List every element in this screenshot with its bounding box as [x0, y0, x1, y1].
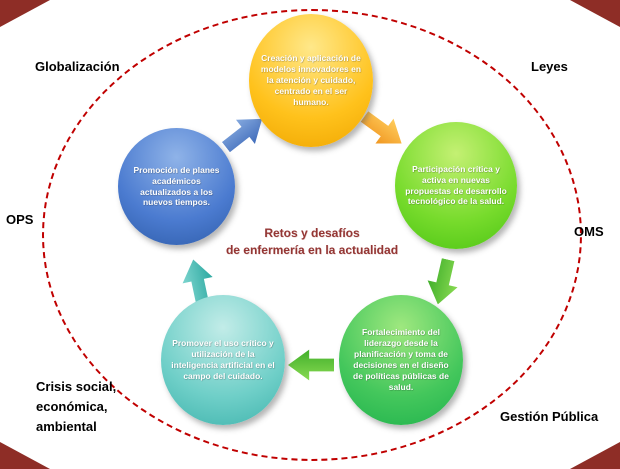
label-oms: OMS: [574, 224, 604, 239]
node-inteligencia-artificial: Promover el uso crítico y utilización de…: [161, 295, 285, 425]
corner-triangle-bottom-left: [0, 442, 50, 469]
node-liderazgo-politicas: Fortalecimiento del liderazgo desde la p…: [339, 295, 463, 425]
node-liderazgo-politicas-label: Fortalecimiento del liderazgo desde la p…: [353, 327, 449, 392]
label-leyes: Leyes: [531, 59, 568, 74]
diagram-title: Retos y desafíos de enfermería en la act…: [183, 225, 441, 260]
dashed-boundary-ellipse: [42, 9, 582, 461]
label-crisis-social: Crisis social, económica, ambiental: [36, 379, 117, 435]
label-ops: OPS: [6, 212, 34, 227]
node-planes-academicos: Promoción de planes académicos actualiza…: [118, 128, 235, 245]
corner-triangle-top-left: [0, 0, 50, 27]
corner-triangle-bottom-right: [570, 442, 620, 469]
diagram-title-line2: de enfermería en la actualidad: [225, 243, 399, 258]
label-globalizacion: Globalización: [35, 59, 120, 74]
node-inteligencia-artificial-label: Promover el uso crítico y utilización de…: [171, 338, 275, 381]
label-gestion-publica: Gestión Pública: [500, 409, 599, 424]
corner-triangle-top-right: [570, 0, 620, 27]
diagram-title-line1: Retos y desafíos: [264, 226, 360, 240]
node-participacion-tecnologica-label: Participación crítica y activa en nuevas…: [405, 163, 507, 207]
node-participacion-tecnologica: Participación crítica y activa en nuevas…: [395, 122, 517, 249]
node-modelos-innovadores: Creación y aplicación de modelos innovad…: [249, 14, 373, 147]
node-modelos-innovadores-label: Creación y aplicación de modelos innovad…: [260, 53, 362, 107]
node-planes-academicos-label: Promoción de planes académicos actualiza…: [133, 164, 220, 208]
